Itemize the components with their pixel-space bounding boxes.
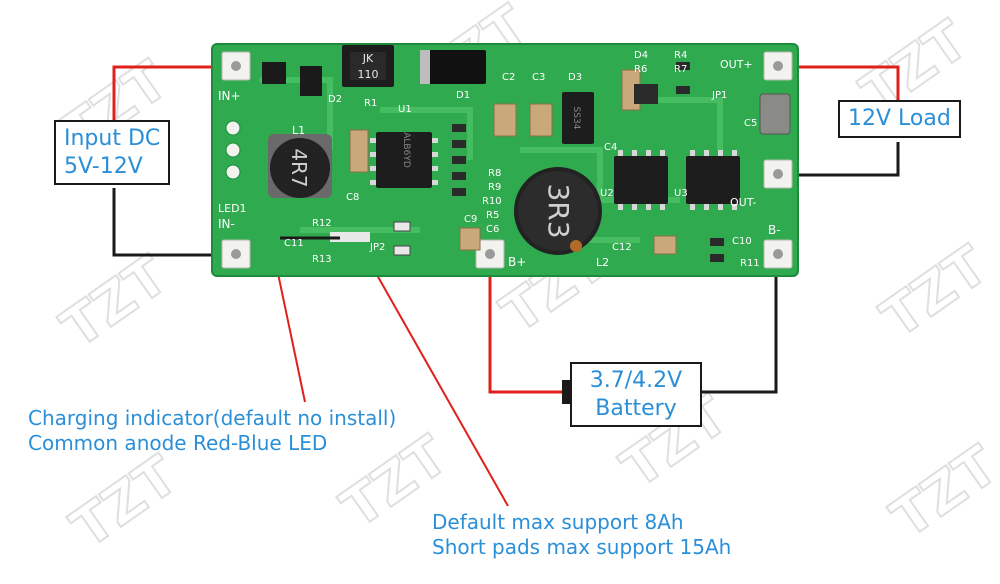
silk-jp2: JP2 [369, 242, 385, 253]
support-line2: Short pads max support 15Ah [432, 535, 732, 559]
silk-l2: L2 [596, 256, 609, 269]
ic-u1 [376, 132, 432, 188]
battery-line1: 3.7/4.2V [589, 368, 683, 393]
silk-u1: U1 [398, 104, 412, 115]
silk-c12: C12 [612, 242, 632, 253]
silk-r12: R12 [312, 218, 332, 229]
silk-d3: D3 [568, 72, 582, 83]
jumper-pointer [359, 244, 509, 507]
support-note: Default max support 8Ah Short pads max s… [432, 510, 731, 560]
silk-r5: R5 [486, 210, 499, 221]
silk-r9: R9 [488, 182, 501, 193]
silk-r11: R11 [740, 258, 760, 269]
silk-b-plus: B+ [508, 255, 526, 269]
output-minus-wire [778, 142, 900, 177]
battery-plus-wire [488, 258, 570, 394]
diode-ss34 [562, 92, 594, 144]
ic-u1-mark: ALB6YD [401, 132, 411, 168]
transistor [262, 62, 286, 84]
silk-r13: R13 [312, 254, 332, 265]
silk-r4: R4 [674, 50, 687, 61]
watermark-text: TZT [60, 444, 189, 560]
battery-box: 3.7/4.2V Battery [570, 362, 702, 427]
led-pads [225, 120, 241, 180]
capacitor [653, 235, 677, 255]
diode-code: JK [362, 52, 374, 65]
silk-in-plus: IN+ [218, 89, 241, 103]
watermark-text: TZT [880, 434, 1000, 550]
input-plus-wire [112, 65, 235, 122]
pcb-board: JK 110 4R7 3R3 ALB6YD SS34 [211, 43, 799, 277]
capacitor [349, 129, 369, 173]
diode-jk110-label-area [350, 52, 386, 80]
indicator-line2: Common anode Red-Blue LED [28, 431, 328, 455]
silk-c8: C8 [346, 192, 359, 203]
silk-d4: D4 [634, 50, 648, 61]
load-label: 12V Load [848, 106, 951, 131]
silk-r10: R10 [482, 196, 502, 207]
silk-b-minus: B- [768, 223, 781, 237]
silk-u2: U2 [600, 188, 614, 199]
indicator-note: Charging indicator(default no install) C… [28, 406, 396, 456]
jumper-jp2 [330, 232, 370, 242]
transistor [300, 66, 322, 96]
battery-line2: Battery [595, 395, 677, 421]
silk-l1: L1 [292, 124, 305, 137]
output-plus-wire [778, 65, 900, 102]
resistors [393, 62, 724, 262]
inductor-l1 [270, 138, 330, 198]
watermark-text: TZT [50, 244, 179, 360]
silk-in-minus: IN- [218, 217, 235, 231]
silk-d1: D1 [456, 90, 470, 101]
silk-u3: U3 [674, 188, 688, 199]
silk-r7: R7 [674, 64, 687, 75]
capacitor [529, 103, 553, 137]
input-dc-line1: Input DC [64, 126, 161, 151]
diode-ss34-mark: SS34 [571, 107, 581, 130]
silk-c3: C3 [532, 72, 545, 83]
ic-u2 [614, 156, 668, 204]
capacitor [493, 103, 517, 137]
diode-number: 110 [358, 68, 379, 81]
inductor-l1-code: 4R7 [287, 148, 311, 187]
ic-u3 [686, 156, 740, 204]
silk-c4: C4 [604, 142, 617, 153]
silk-d2: D2 [328, 94, 342, 105]
silk-c2: C2 [502, 72, 515, 83]
indicator-line1: Charging indicator(default no install) [28, 406, 397, 430]
battery-terminal [562, 380, 570, 404]
silk-led: LED1 [218, 202, 247, 215]
silk-jp1: JP1 [711, 90, 727, 101]
input-minus-wire [112, 188, 236, 257]
silk-r1: R1 [364, 98, 377, 109]
silk-r8: R8 [488, 168, 501, 179]
silk-out-minus: OUT- [730, 196, 756, 209]
silk-c11: C11 [284, 238, 304, 249]
capacitor-c5 [759, 93, 791, 135]
load-box: 12V Load [838, 100, 961, 138]
input-dc-box: Input DC 5V-12V [54, 120, 171, 185]
silk-c10: C10 [732, 236, 752, 247]
capacitor [459, 227, 481, 251]
silk-c5: C5 [744, 118, 757, 129]
watermark-text: TZT [870, 234, 999, 350]
silk-r6: R6 [634, 64, 647, 75]
silk-c9: C9 [464, 214, 477, 225]
capacitors [349, 69, 677, 255]
silk-c6: C6 [486, 224, 499, 235]
diode-d1 [420, 50, 486, 84]
input-dc-line2: 5V-12V [64, 153, 143, 179]
pad-holes [231, 61, 783, 259]
battery-minus-wire [700, 258, 778, 394]
silk-out-plus: OUT+ [720, 58, 753, 71]
support-line1: Default max support 8Ah [432, 510, 684, 534]
inductor-l2-code: 3R3 [542, 183, 575, 238]
